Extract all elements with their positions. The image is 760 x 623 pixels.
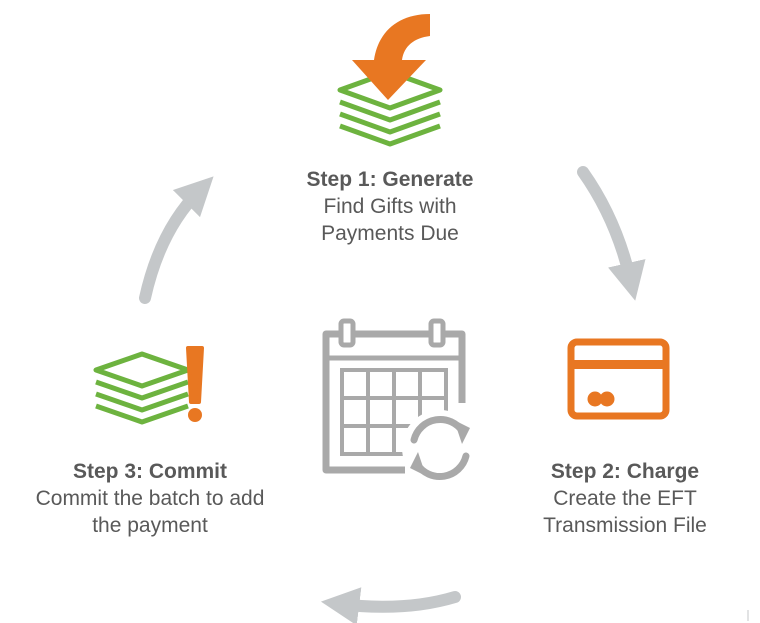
step-1-desc-line1: Find Gifts with — [323, 195, 457, 218]
down-arrow-icon — [352, 14, 430, 100]
credit-card-icon — [567, 338, 670, 420]
exclamation-icon — [186, 346, 204, 422]
step-3-desc-line2: the payment — [92, 514, 208, 537]
cycle-arrow-left — [139, 176, 214, 304]
money-stack-icon — [93, 351, 191, 425]
cycle-arrow-bottom — [320, 587, 461, 623]
step-3-desc-line1: Commit the batch to add — [35, 487, 265, 510]
step-1-title: Step 1: Generate — [306, 168, 474, 191]
calendar-sync-icon — [322, 318, 478, 486]
step-2-title: Step 2: Charge — [550, 460, 700, 483]
step-2-desc-line1: Create the EFT — [553, 487, 697, 510]
step-3-label: Step 3: Commit Commit the batch to add t… — [10, 458, 290, 539]
step-1-desc-line2: Payments Due — [321, 222, 459, 245]
step-2-label: Step 2: Charge Create the EFT Transmissi… — [500, 458, 750, 539]
step-3-title: Step 3: Commit — [72, 460, 227, 483]
step-2-desc-line2: Transmission File — [543, 514, 707, 537]
step-1-label: Step 1: Generate Find Gifts with Payment… — [250, 166, 530, 247]
cycle-arrow-right — [577, 166, 646, 301]
